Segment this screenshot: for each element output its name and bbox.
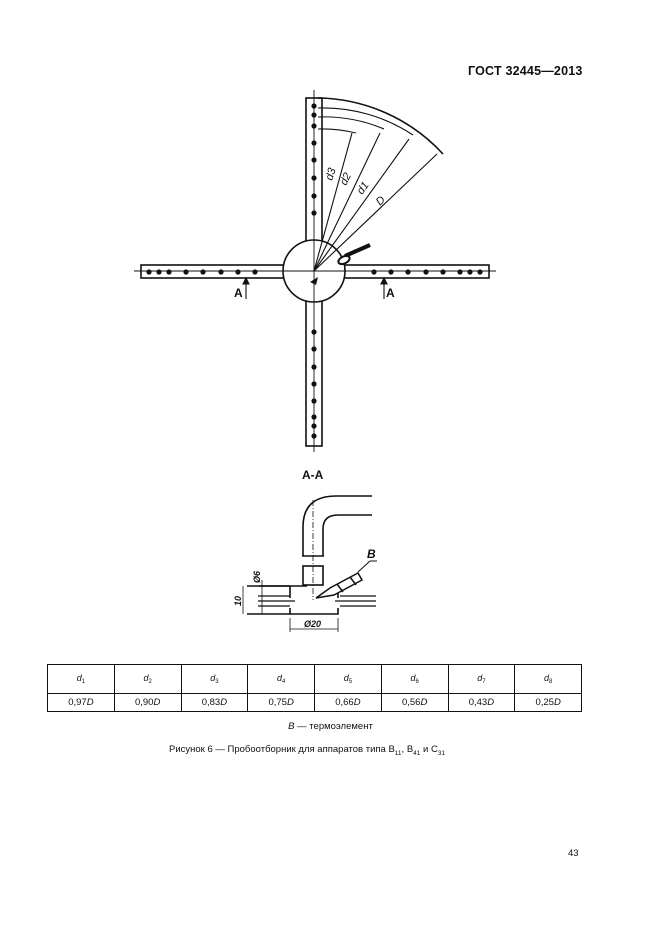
left-arm <box>140 264 288 279</box>
table-cell: 0,25D <box>514 693 582 712</box>
legend-symbol: B <box>288 721 295 732</box>
table-header-row: d1 d2 d3 d4 d5 d6 d7 d8 <box>47 664 582 694</box>
radius-label-D: D <box>374 194 388 208</box>
table-cell: 0,83D <box>180 693 249 712</box>
radius-label-d1: d1 <box>355 180 372 197</box>
figure-legend: B — термоэлемент <box>0 721 661 732</box>
dim-pipe-diameter: Ø6 <box>252 570 262 583</box>
right-arm <box>342 264 490 279</box>
radius-label-d3: d3 <box>323 166 338 182</box>
table-header-cell: d1 <box>47 664 115 694</box>
table-header-cell: d5 <box>314 664 382 694</box>
standard-number: ГОСТ 32445—2013 <box>468 64 583 78</box>
table-header-cell: d6 <box>380 664 449 694</box>
page-number: 43 <box>568 848 579 859</box>
table-cell: 0,43D <box>447 693 516 712</box>
table-header-cell: d7 <box>447 664 516 694</box>
thermocouple-label: B <box>367 547 376 561</box>
section-title: А-А <box>302 468 324 482</box>
table-cell: 0,75D <box>247 693 315 712</box>
table-header-cell: d3 <box>180 664 249 694</box>
section-mark-left: A <box>234 286 243 300</box>
coefficients-table: d1 d2 d3 d4 d5 d6 d7 d8 0,97D 0,90D 0,83… <box>47 664 582 712</box>
dim-height: 10 <box>233 596 243 606</box>
table-cell: 0,66D <box>314 693 382 712</box>
table-cell: 0,56D <box>380 693 449 712</box>
dim-diameter: Ø20 <box>304 619 321 629</box>
table-header-cell: d8 <box>514 664 582 694</box>
legend-text: — термоэлемент <box>294 721 373 732</box>
figure-caption: Рисунок 6 — Пробоотборник для аппаратов … <box>169 744 446 757</box>
table-cell: 0,90D <box>113 693 182 712</box>
table-value-row: 0,97D 0,90D 0,83D 0,75D 0,66D 0,56D 0,43… <box>47 693 582 712</box>
probe-drawing: d3 d2 d1 D A A А-А B <box>134 90 496 632</box>
table-header-cell: d4 <box>247 664 315 694</box>
table-cell: 0,97D <box>47 693 115 712</box>
section-mark-right: A <box>386 286 395 300</box>
radius-label-d2: d2 <box>338 171 354 187</box>
table-header-cell: d2 <box>113 664 182 694</box>
